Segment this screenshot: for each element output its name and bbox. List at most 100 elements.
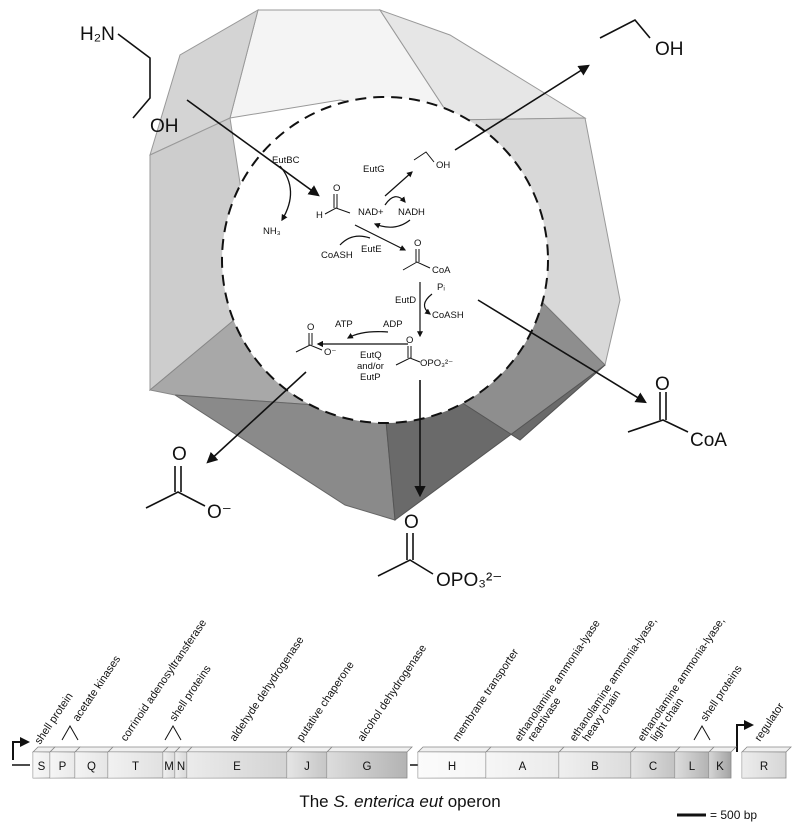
gene-R: R bbox=[741, 746, 792, 779]
inner-ethanol-oh-label: OH bbox=[436, 160, 450, 171]
gene-H-top-face bbox=[417, 746, 492, 753]
gene-K: K bbox=[708, 746, 737, 779]
gene-M-label: M bbox=[164, 761, 174, 773]
gene-Q: Q bbox=[74, 746, 114, 779]
annotation-alcohol-dehydrogenase: alcohol dehydrogenase bbox=[356, 643, 430, 744]
gene-H-sheen bbox=[418, 752, 486, 778]
acetyl-phosphate-o-label: O bbox=[404, 512, 419, 533]
ethanol-efflux-arrow bbox=[454, 64, 590, 151]
gene-J: J bbox=[286, 746, 333, 779]
nad-cycle-top bbox=[384, 196, 406, 206]
gene-J-top-face bbox=[286, 746, 333, 753]
gene-L-label: L bbox=[689, 761, 696, 773]
gene-T: T bbox=[107, 746, 169, 779]
gene-H-label: H bbox=[448, 761, 456, 773]
gene-S-label: S bbox=[38, 761, 46, 773]
gene-L-top-face bbox=[674, 746, 715, 753]
gene-P: P bbox=[49, 746, 81, 779]
acetylcoa-o-label: O bbox=[414, 238, 421, 249]
gene-G-label: G bbox=[363, 761, 372, 773]
promoter-arrow-regulator bbox=[736, 720, 754, 752]
annotation-regulator: regulator bbox=[753, 701, 787, 744]
gene-A: A bbox=[485, 746, 565, 779]
shell-proteins-bracket-2 bbox=[693, 724, 711, 741]
annotation-shell-protein: shell protein bbox=[33, 691, 76, 747]
gene-S-sheen bbox=[33, 752, 50, 778]
nadh-label: NADH bbox=[398, 207, 425, 218]
eutq-label-line3: EutP bbox=[360, 372, 381, 383]
annotation-membrane-transporter: membrane transporter bbox=[451, 646, 522, 743]
gene-G: G bbox=[326, 746, 413, 779]
gene-B: B bbox=[558, 746, 637, 779]
eutbc-ammonia-arrow bbox=[279, 165, 292, 222]
gene-G-sheen bbox=[327, 752, 407, 778]
nh3-label: NH₃ bbox=[263, 226, 281, 237]
gene-K-sheen bbox=[709, 752, 731, 778]
eutg-arrow bbox=[384, 171, 413, 197]
annotation-aldehyde-dehydrogenase: aldehyde dehydrogenase bbox=[228, 635, 307, 744]
gene-A-label: A bbox=[519, 761, 527, 773]
acetaldehyde-o-label: O bbox=[333, 183, 340, 194]
inner-acetate-charge-label: O⁻ bbox=[324, 347, 336, 358]
gene-K-label: K bbox=[716, 761, 724, 773]
eute-coash-arrow bbox=[339, 235, 371, 246]
gene-L: L bbox=[674, 746, 715, 779]
inner-pathway: EutBC NH₃ O H EutG OH NAD+ NADH CoASH Eu… bbox=[263, 151, 464, 383]
acetaldehyde-h-label: H bbox=[316, 210, 323, 221]
eute-label: EutE bbox=[361, 244, 382, 255]
acetate-kinase-bracket bbox=[61, 724, 79, 741]
annotation-shell-proteins-lk: shell proteins bbox=[699, 663, 745, 724]
gene-B-sheen bbox=[559, 752, 631, 778]
gene-M-sheen bbox=[163, 752, 175, 778]
gene-A-sheen bbox=[486, 752, 559, 778]
eutd-label: EutD bbox=[395, 295, 416, 306]
gene-P-sheen bbox=[50, 752, 75, 778]
gene-R-sheen bbox=[742, 752, 786, 778]
gene-R-top-face bbox=[741, 746, 792, 753]
eute-arrow bbox=[354, 224, 407, 251]
promoter-arrow-main bbox=[12, 737, 30, 760]
gene-C: C bbox=[630, 746, 681, 779]
annotation-acetate-kinases: acetate kinases bbox=[71, 653, 124, 723]
eutq-label-line1: EutQ bbox=[360, 350, 382, 361]
transport-arrows bbox=[186, 64, 647, 498]
acetyl-coa-o-label: O bbox=[655, 374, 670, 395]
shell-proteins-bracket-1 bbox=[164, 724, 182, 741]
ethanolamine-substrate: H₂N OH bbox=[80, 24, 179, 137]
gene-E-top-face bbox=[186, 746, 293, 753]
gene-P-label: P bbox=[59, 761, 67, 773]
acetyl-phosphate-product: O OPO₃²⁻ bbox=[377, 512, 502, 591]
scale-bar-label: = 500 bp bbox=[710, 808, 757, 822]
gene-R-label: R bbox=[760, 761, 768, 773]
gene-T-top-face bbox=[107, 746, 169, 753]
gene-N-sheen bbox=[175, 752, 187, 778]
coash-in-label: CoASH bbox=[321, 250, 353, 261]
inner-acetate-o-label: O bbox=[307, 322, 314, 333]
acetate-o-label: O bbox=[172, 444, 187, 465]
adp-label: ADP bbox=[383, 319, 403, 330]
gene-J-sheen bbox=[287, 752, 327, 778]
gene-N-label: N bbox=[177, 761, 185, 773]
eutbc-label: EutBC bbox=[272, 155, 300, 166]
acetyl-coa-coa-label: CoA bbox=[690, 430, 727, 451]
gene-Q-label: Q bbox=[87, 761, 96, 773]
ethanol-product: OH bbox=[599, 18, 684, 60]
gene-T-sheen bbox=[108, 752, 163, 778]
acetate-charge-label: O⁻ bbox=[207, 502, 232, 523]
coash-out-label: CoASH bbox=[432, 310, 464, 321]
operon-caption: The S. enterica eut operon bbox=[299, 792, 500, 811]
ethanolamine-influx-arrow bbox=[186, 99, 320, 197]
acetate-efflux-arrow bbox=[206, 371, 307, 464]
acetyl-coa-product: O CoA bbox=[627, 374, 727, 451]
acetylcoa-coa-label: CoA bbox=[432, 265, 451, 276]
gene-Q-sheen bbox=[75, 752, 108, 778]
microcompartment-polyhedron bbox=[148, 8, 621, 521]
acetyl-coa-efflux-arrow bbox=[477, 299, 647, 404]
gene-E-sheen bbox=[187, 752, 287, 778]
ethanolamine-oh-label: OH bbox=[150, 116, 179, 137]
annotation-putative-chaperone: putative chaperone bbox=[295, 659, 357, 743]
gene-T-label: T bbox=[132, 761, 139, 773]
